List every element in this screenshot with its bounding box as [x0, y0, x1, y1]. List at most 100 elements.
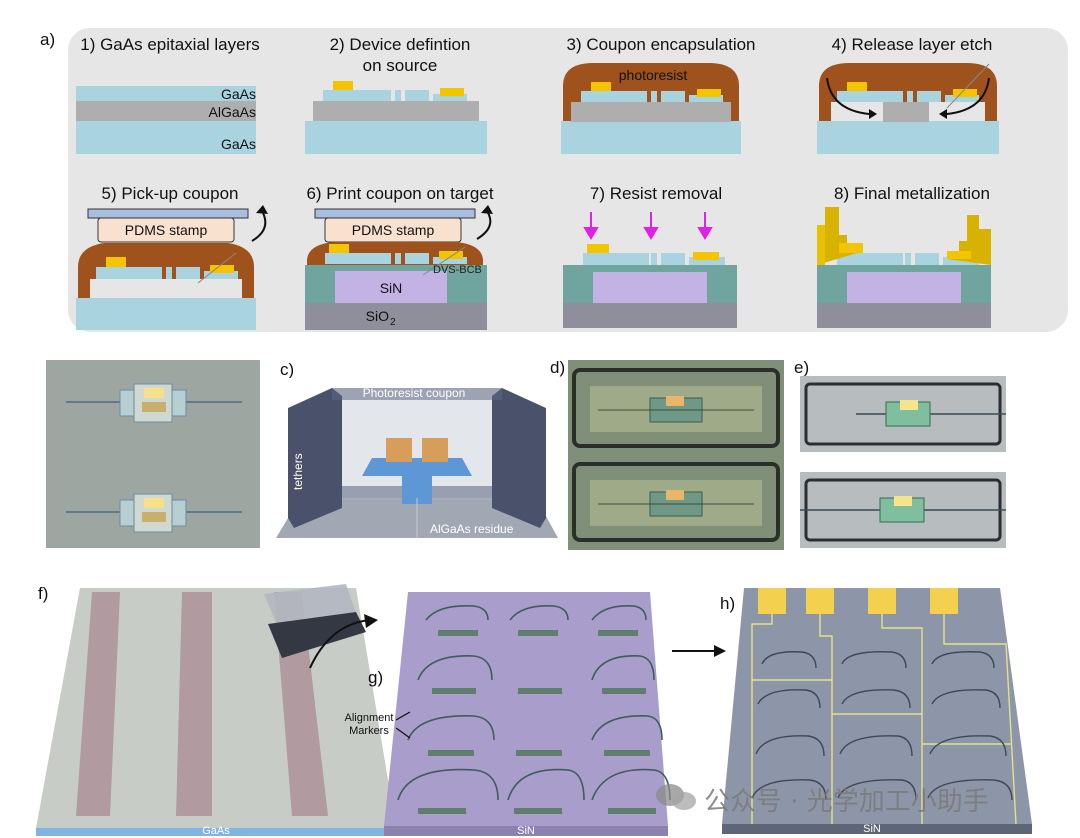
waveguide-loop [509, 604, 569, 621]
waveguide-loop [425, 604, 489, 621]
sin-substrate-label: SiN [517, 825, 535, 837]
gold-contact [847, 82, 867, 91]
coupon-device-bottom [66, 493, 242, 533]
gaas-substrate [561, 121, 741, 154]
gold-contact [440, 88, 464, 96]
gaas-substrate [817, 121, 999, 154]
bcb-core [593, 272, 707, 303]
target-wafer-image-g: SiN [384, 592, 671, 837]
gaas-device [433, 257, 467, 264]
step-1-diagram [76, 86, 256, 154]
watermark-text: 公众号 · 光学加工小助手 [704, 787, 989, 817]
bcb-core [847, 272, 961, 303]
microscope-image-e-top [800, 376, 1006, 452]
gaas-device [325, 253, 391, 264]
step-4-diagram [817, 63, 999, 154]
metal-trace [881, 614, 923, 824]
glass-backing [314, 208, 476, 219]
coupon-column [176, 592, 212, 816]
gold-contact [386, 438, 412, 462]
etch-arrow [826, 77, 870, 115]
panel-label-g: g) [368, 668, 384, 687]
gaas-device [405, 253, 429, 264]
gold-pad [894, 496, 912, 506]
lift-arrow [251, 210, 267, 242]
tether-left [288, 388, 342, 528]
algaas-layer [76, 101, 256, 121]
bond-pad [758, 588, 786, 614]
printed-device [608, 808, 656, 814]
gold-contact [439, 251, 463, 259]
gold-contact [587, 244, 609, 253]
waveguide-loop [755, 735, 825, 757]
step-5-title: 5) Pick-up coupon [101, 184, 239, 203]
removal-arrow-head [643, 227, 659, 240]
marker-pointer [396, 727, 411, 739]
dvs-bcb-label: DVS-BCB [433, 264, 482, 276]
algaas-layer [313, 101, 479, 121]
gaas-device [651, 91, 657, 102]
sin-substrate-label: SiN [863, 823, 881, 835]
lift-arrow-head [256, 205, 268, 214]
gold-contact [953, 89, 977, 97]
etch-arrow-head [939, 109, 947, 119]
step-7-diagram [563, 212, 737, 328]
gaas-device [395, 90, 401, 101]
gaas-device [689, 257, 725, 265]
photoresist-coupon-label: Photoresist coupon [363, 386, 466, 400]
gaas-device [689, 95, 723, 102]
gold-contact [106, 257, 126, 267]
alignment-markers-line1: Alignment [344, 712, 394, 724]
pdms-stamp-posts [268, 612, 366, 658]
gaas-device [943, 257, 979, 265]
gaas-device [395, 253, 401, 264]
metal-trace [752, 679, 1012, 745]
alignment-markers-label: Alignment Markers [334, 712, 404, 738]
gaas-substrate-label: GaAs [220, 136, 256, 152]
waveguide-loop [761, 651, 817, 669]
sin-chip-edge [722, 824, 1032, 834]
gold-pad [144, 498, 164, 508]
sio2-substrate [563, 303, 737, 328]
printed-device [602, 688, 646, 694]
gold-pad [666, 396, 684, 406]
step-5-diagram: PDMS stamp [76, 205, 268, 330]
gaas-substrate [76, 121, 256, 154]
step-6-diagram: PDMS stamp SiN DVS-BCB SiO 2 [305, 205, 493, 330]
step-1-title: 1) GaAs epitaxial layers [80, 35, 260, 54]
sio2-substrate [305, 303, 487, 330]
waveguide-loop [837, 779, 917, 801]
printed-devices [418, 630, 656, 814]
gaas-device [323, 90, 391, 101]
marker-pointer-arrows [396, 711, 411, 739]
waveguide-loops [751, 651, 1013, 801]
gold-pad [666, 490, 684, 500]
gold-pad [142, 402, 166, 412]
gold-contact [422, 438, 448, 462]
tethers-label: tethers [291, 453, 305, 490]
cut-line [422, 246, 466, 276]
waveguide-loop [931, 651, 995, 669]
step-4-title: 4) Release layer etch [831, 35, 993, 54]
source-wafer-image-f: GaAs [36, 584, 396, 837]
bond-pad [930, 588, 958, 614]
coupon-column [76, 592, 120, 816]
gaas-substrate-label: GaAs [202, 825, 230, 837]
metallization-arrow-head [714, 645, 726, 657]
gold-contact [947, 251, 971, 259]
glass-backing [87, 208, 249, 219]
gold-contact [697, 89, 721, 97]
metallization-arrow [672, 645, 726, 657]
printed-device [418, 808, 466, 814]
metal-trace [751, 614, 773, 824]
waveguide-loop [927, 779, 1013, 801]
sin-wafer-edge [384, 826, 668, 836]
printed-device [604, 750, 650, 756]
gaas-epi-layer [76, 86, 256, 101]
device-mesa [362, 458, 472, 476]
final-metal-left [817, 225, 825, 265]
printed-device [428, 750, 474, 756]
gaas-device [433, 94, 467, 101]
removal-arrow-head [697, 227, 713, 240]
coupon-device-top [66, 383, 242, 423]
